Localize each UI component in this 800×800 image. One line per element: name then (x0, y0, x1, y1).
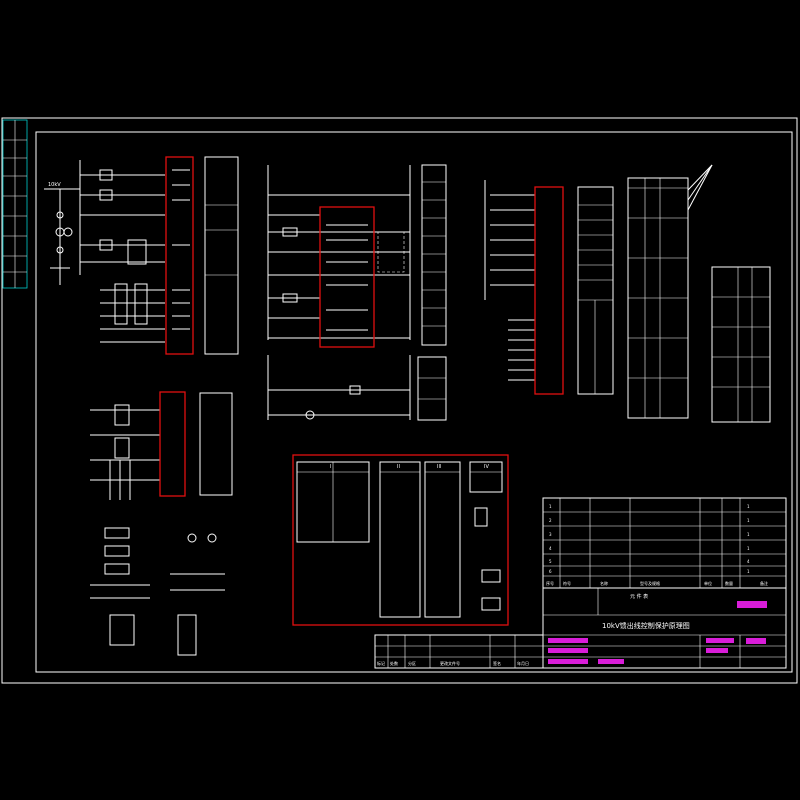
materials-row-6-no: 6 (549, 569, 552, 574)
primary-circuit: 10kV (44, 160, 165, 343)
materials-header-qty: 数量 (725, 580, 733, 586)
terminal-section-label-3: III (437, 464, 441, 470)
materials-row-2-no: 2 (549, 518, 552, 523)
terminal-strip-2 (711, 266, 771, 423)
materials-row-3-qty: 1 (747, 532, 750, 537)
materials-header-name: 名称 (600, 580, 608, 586)
signal-circuit (484, 180, 535, 381)
signal-relay-box (534, 186, 564, 395)
terminal-wiring-box (292, 454, 509, 626)
terminal-section-label-1: I (330, 464, 331, 470)
materials-table: 1 2 3 4 5 6 1 1 1 1 4 1 序号 符号 名称 型号及规格 单… (542, 497, 787, 589)
control-function-labels (417, 164, 447, 421)
title-block (542, 587, 787, 669)
signal-function-labels (577, 186, 614, 395)
materials-header-symbol: 符号 (563, 580, 571, 586)
materials-header-remark: 备注 (760, 580, 768, 586)
revision-header-date: 年月日 (517, 660, 529, 666)
revision-header-doc: 更改文件号 (440, 660, 460, 666)
relay-1-contacts (172, 169, 190, 330)
materials-header-unit: 单位 (704, 580, 712, 586)
revision-header-mark: 标记 (377, 660, 385, 666)
materials-row-2-qty: 1 (747, 518, 750, 523)
function-label-column-1 (204, 156, 239, 355)
relay-2-contacts (326, 224, 368, 331)
materials-table-title: 元 件 表 (630, 593, 648, 600)
revision-table: 标记 处数 分区 更改文件号 签名 年月日 (374, 634, 544, 669)
materials-header-no: 序号 (546, 580, 554, 586)
materials-header-spec: 型号及规格 (640, 580, 660, 586)
materials-row-1-no: 1 (549, 504, 552, 509)
protection-relay-box-1 (165, 156, 194, 355)
voltage-relay-box (159, 391, 186, 497)
terminal-wiring-tables: I II III IV (296, 461, 503, 618)
bus-voltage-label: 10kV (48, 182, 61, 188)
revision-header-zone: 分区 (408, 660, 416, 666)
revision-header-count: 处数 (390, 660, 398, 666)
materials-row-5-qty: 4 (747, 559, 750, 564)
protection-relay-box-2 (319, 206, 375, 348)
left-binding-strip (2, 119, 28, 289)
voltage-circuit (90, 404, 160, 500)
voltage-function-labels (199, 392, 233, 496)
materials-row-5-no: 5 (549, 559, 552, 564)
terminal-strip-1 (627, 164, 713, 419)
inner-frame (35, 131, 793, 673)
materials-row-1-qty: 1 (747, 504, 750, 509)
outer-frame (1, 117, 798, 684)
materials-row-4-no: 4 (549, 546, 552, 551)
drawing-title: 10kV馈出线控制保护原理图 (602, 621, 690, 630)
terminal-section-label-4: IV (484, 464, 489, 470)
terminal-section-label-2: II (397, 464, 400, 470)
materials-row-6-qty: 1 (747, 569, 750, 574)
materials-row-4-qty: 1 (747, 546, 750, 551)
materials-row-3-no: 3 (549, 532, 552, 537)
revision-header-sign: 签名 (493, 660, 501, 666)
control-circuit (267, 165, 411, 420)
auxiliary-circuits (90, 527, 225, 656)
